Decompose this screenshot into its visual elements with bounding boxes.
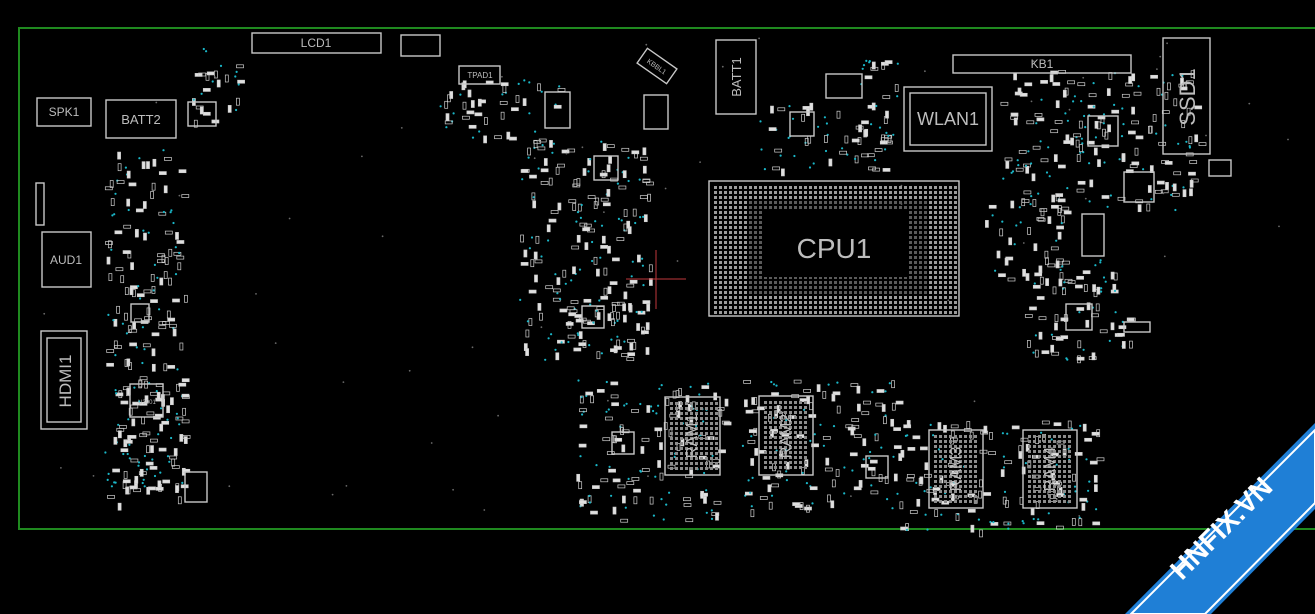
ram2-label: RAM2 — [778, 414, 795, 459]
ic-near-wlan[interactable] — [789, 111, 815, 137]
batt2-connector[interactable]: BATT2 — [105, 99, 177, 139]
tpad-label: TPAD1 — [467, 71, 493, 80]
wlan-module[interactable]: WLAN1 — [903, 86, 993, 152]
component-scatter — [43, 37, 1289, 538]
cpu-socket[interactable]: CPU1 — [708, 180, 960, 317]
ram4-label: RAM4 — [1042, 447, 1059, 492]
u3901-chip[interactable]: U3901 — [129, 383, 164, 418]
ic-top-mid2[interactable] — [643, 94, 669, 130]
spk-label: SPK1 — [49, 105, 80, 119]
ic-right-tall[interactable] — [1081, 213, 1105, 257]
batt2-label: BATT2 — [121, 112, 161, 127]
batt1-label: BATT1 — [729, 57, 744, 97]
batt1-connector[interactable]: BATT1 — [715, 39, 757, 115]
ic-mid-left[interactable] — [581, 305, 605, 329]
ram3-chip[interactable]: RAM3 — [928, 429, 984, 509]
ic-batt2-side[interactable] — [187, 101, 217, 127]
ic-right-top[interactable] — [1087, 115, 1119, 147]
connector-small[interactable] — [400, 34, 441, 57]
ic-left-mid[interactable] — [130, 303, 150, 323]
tpad-connector[interactable]: TPAD1 — [458, 65, 501, 85]
ic-top-center[interactable] — [825, 73, 863, 99]
ram3-label: RAM3 — [948, 447, 965, 492]
board-outline — [18, 27, 1315, 530]
connector-right-small[interactable] — [1123, 321, 1151, 333]
aud-connector[interactable]: AUD1 — [41, 231, 92, 288]
cpu-label: CPU1 — [797, 233, 872, 264]
ic-right-lower[interactable] — [1065, 303, 1093, 331]
ram1-label: RAM1 — [684, 414, 701, 459]
ic-right-mid[interactable] — [1123, 171, 1155, 203]
kb-label: KB1 — [1031, 57, 1054, 71]
wlan-label: WLAN1 — [917, 109, 979, 129]
ram1-chip[interactable]: RAM1 — [664, 396, 721, 476]
ram4-chip[interactable]: RAM4 — [1022, 429, 1078, 509]
component-right-edge[interactable] — [1208, 159, 1232, 177]
crosshair-cursor — [626, 250, 686, 309]
ic-bottom-mid[interactable] — [865, 455, 889, 479]
ic-left-bottom[interactable] — [184, 471, 208, 503]
connector-left-thin[interactable] — [35, 182, 45, 226]
ic-bottom-left[interactable] — [611, 431, 635, 455]
hdmi-connector[interactable]: HDMI1 — [40, 330, 88, 430]
lcd-connector[interactable]: LCD1 — [251, 32, 382, 54]
spk-connector[interactable]: SPK1 — [36, 97, 92, 127]
kb-connector[interactable]: KB1 — [952, 54, 1132, 74]
lcd-label: LCD1 — [301, 36, 332, 50]
ssd-label: SSD1 — [1175, 68, 1200, 125]
u3901-label: U3901 — [138, 400, 156, 406]
aud-label: AUD1 — [50, 253, 82, 267]
ic-top-left[interactable] — [544, 91, 571, 129]
ssd-connector[interactable]: SSD1 — [1162, 37, 1211, 155]
ic-top-mid[interactable] — [593, 155, 619, 181]
hdmi-label: HDMI1 — [56, 355, 75, 408]
ram2-chip[interactable]: RAM2 — [758, 395, 814, 476]
